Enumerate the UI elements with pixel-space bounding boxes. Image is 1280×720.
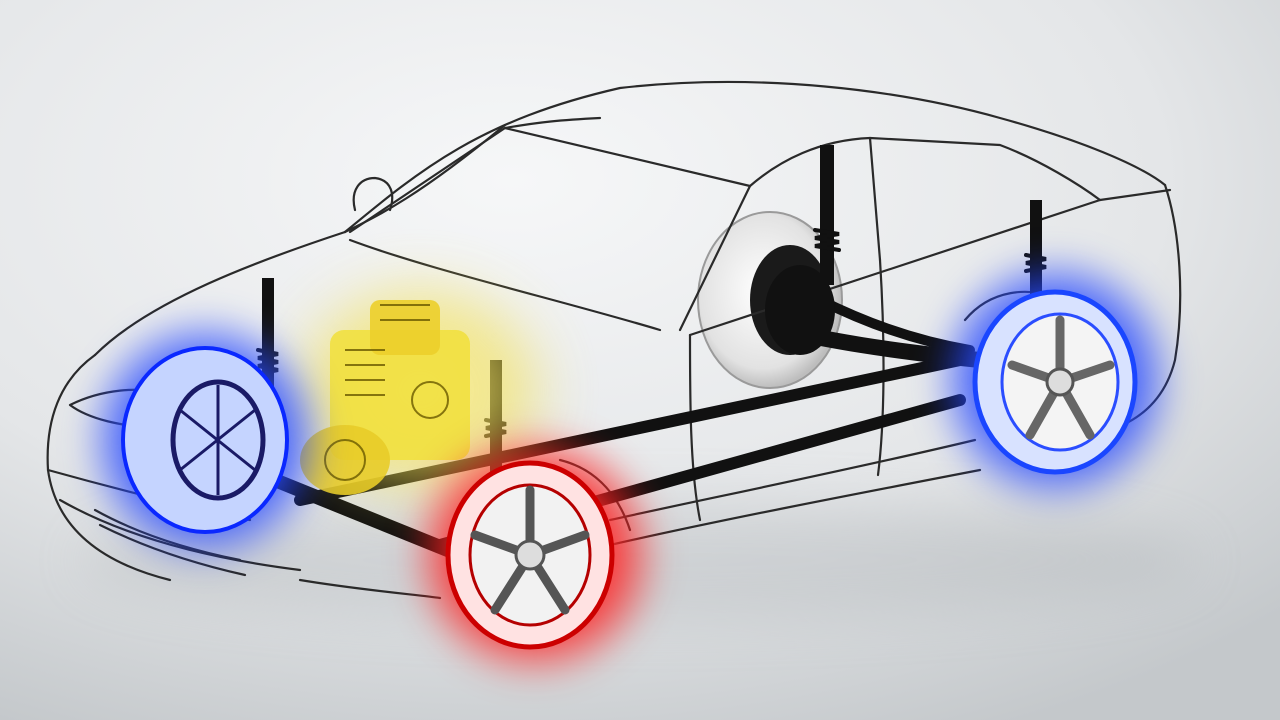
rear-right-wheel <box>930 250 1180 510</box>
front-right-wheel <box>405 425 665 685</box>
front-left-wheel <box>80 310 330 570</box>
